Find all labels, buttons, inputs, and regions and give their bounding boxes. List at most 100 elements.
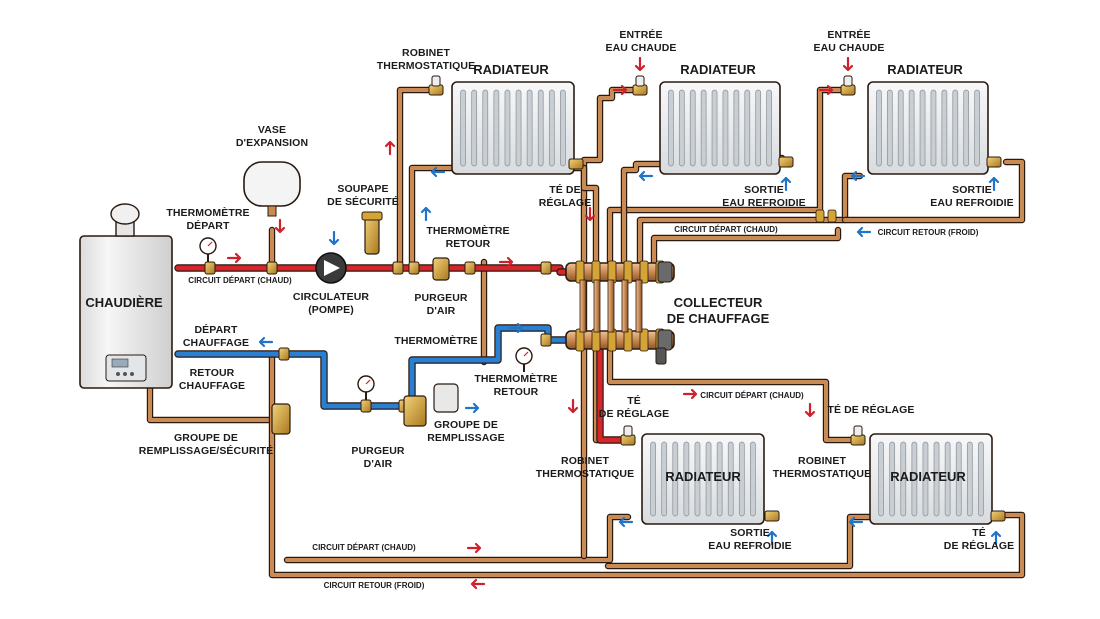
flow-arrow-cold bbox=[988, 176, 1000, 192]
thermostatic-valve-4-head bbox=[623, 425, 633, 437]
manifold-supply-port bbox=[639, 260, 649, 284]
boiler-display bbox=[111, 358, 129, 368]
radiator-4-fin bbox=[694, 441, 701, 517]
radiator-1-fin bbox=[493, 89, 500, 167]
label-entree-1b: EAU CHAUDE bbox=[605, 42, 676, 54]
label-depart-chauffage-2: CHAUFFAGE bbox=[183, 337, 249, 349]
flow-arrow-cold bbox=[618, 516, 634, 528]
manifold-connector bbox=[593, 279, 601, 333]
fill-group bbox=[433, 383, 459, 413]
manifold-connector bbox=[579, 279, 587, 333]
safety-fill-group bbox=[271, 403, 291, 435]
brass-fitting bbox=[278, 347, 290, 361]
lockshield-valve-3 bbox=[986, 156, 1002, 168]
radiator-4-fin bbox=[661, 441, 668, 517]
brass-fitting bbox=[266, 261, 278, 275]
boiler-knob bbox=[116, 372, 120, 376]
label-retour-chauffage-2: CHAUFFAGE bbox=[179, 380, 245, 392]
thermostatic-valve-5-head bbox=[853, 425, 863, 437]
lockshield-valve-1 bbox=[568, 158, 584, 170]
label-robinet-bottom-2: THERMOSTATIQUE bbox=[536, 468, 634, 480]
copper-upper-retour bbox=[652, 228, 840, 270]
radiator-5-fin bbox=[944, 441, 951, 517]
flow-arrow-cold bbox=[328, 230, 340, 246]
flow-arrow-hot bbox=[584, 206, 596, 222]
tee-fitting bbox=[815, 209, 825, 223]
radiator-1-fin bbox=[471, 89, 478, 167]
radiator-2-fin bbox=[711, 89, 718, 167]
label-depart-chauffage-1: DÉPART bbox=[195, 323, 238, 336]
radiator-2-fin bbox=[733, 89, 740, 167]
radiator-5-fin bbox=[911, 441, 918, 517]
label-chaudiere: CHAUDIÈRE bbox=[85, 295, 163, 310]
flow-arrow-cold bbox=[638, 170, 654, 182]
label-circuit-depart-bottom: CIRCUIT DÉPART (CHAUD) bbox=[312, 543, 416, 552]
manifold-connector bbox=[621, 279, 629, 333]
copper-boiler-drain bbox=[148, 386, 274, 422]
radiator-4-fin bbox=[727, 441, 734, 517]
radiator-4-fin bbox=[672, 441, 679, 517]
radiator-4-fin bbox=[738, 441, 745, 517]
label-sortie-2a: SORTIE bbox=[952, 184, 992, 196]
radiator-1-fin bbox=[537, 89, 544, 167]
label-circuit-depart-boiler: CIRCUIT DÉPART (CHAUD) bbox=[188, 276, 292, 285]
radiator-2-fin bbox=[678, 89, 685, 167]
radiator-3-fin bbox=[952, 89, 959, 167]
gauge-needle bbox=[365, 379, 371, 385]
radiator-5-fin bbox=[978, 441, 984, 517]
radiator-2-fin bbox=[744, 89, 751, 167]
brass-fitting bbox=[464, 261, 476, 275]
hot-pipe-lower bbox=[597, 347, 623, 443]
radiator-3-fin bbox=[941, 89, 948, 167]
label-retour-chauffage-1: RETOUR bbox=[190, 367, 235, 379]
flow-arrow-cold bbox=[856, 226, 872, 238]
radiator-3-fin bbox=[930, 89, 937, 167]
label-thermo-retour-bottom-2: RETOUR bbox=[494, 386, 539, 398]
expansion-vessel bbox=[243, 161, 301, 207]
flow-arrow-hot bbox=[612, 84, 628, 96]
flow-arrow-cold bbox=[464, 402, 480, 414]
label-circulateur-1: CIRCULATEUR bbox=[293, 291, 369, 303]
radiator-2-fin bbox=[755, 89, 762, 167]
label-radiateur-4: RADIATEUR bbox=[665, 469, 741, 484]
label-te-reglage-top-2: RÉGLAGE bbox=[539, 196, 592, 209]
copper-lower-right-branch bbox=[608, 338, 862, 442]
label-radiateur-2: RADIATEUR bbox=[680, 62, 756, 77]
radiator-1-body bbox=[451, 81, 575, 175]
copper-pipe-network bbox=[146, 86, 1026, 579]
label-te-bottom-2: DE RÉGLAGE bbox=[944, 539, 1014, 552]
label-vase-2: D'EXPANSION bbox=[236, 137, 308, 149]
label-circuit-retour-upper: CIRCUIT RETOUR (FROID) bbox=[878, 228, 979, 237]
radiator-5-fin bbox=[878, 441, 884, 517]
label-groupe-securite-1: GROUPE DE bbox=[174, 432, 238, 444]
lockshield-valve-5 bbox=[990, 510, 1006, 522]
radiator-3-body bbox=[867, 81, 989, 175]
brass-fitting bbox=[392, 261, 404, 275]
radiator-5-fin bbox=[889, 441, 896, 517]
flow-arrow-cold bbox=[420, 206, 432, 222]
label-thermo-retour-bottom-1: THERMOMÈTRE bbox=[474, 372, 557, 385]
pump-arrow-icon bbox=[324, 260, 340, 276]
label-robinet-bottom-1: ROBINET bbox=[561, 455, 609, 467]
label-sortie-2b: EAU REFROIDIE bbox=[930, 197, 1014, 209]
radiator-1-fin bbox=[504, 89, 511, 167]
radiator-4-fin bbox=[683, 441, 690, 517]
label-circuit-retour-bottom: CIRCUIT RETOUR (FROID) bbox=[324, 581, 425, 590]
label-radiateur-5: RADIATEUR bbox=[890, 469, 966, 484]
label-purgeur-top-1: PURGEUR bbox=[414, 292, 468, 304]
radiator-3 bbox=[867, 81, 989, 175]
labels: CHAUDIÈRE VASE D'EXPANSION THERMOMÈTRE D… bbox=[85, 28, 1014, 590]
radiator-4-fin bbox=[750, 441, 756, 517]
radiator-5-fin bbox=[955, 441, 962, 517]
label-purgeur-bottom-2: D'AIR bbox=[364, 458, 393, 470]
flow-arrow-cold bbox=[508, 322, 524, 334]
radiator-3-fin bbox=[974, 89, 980, 167]
air-vent-top bbox=[432, 257, 450, 281]
radiator-3-fin bbox=[919, 89, 926, 167]
flow-arrow-cold bbox=[430, 166, 446, 178]
radiator-1-fin bbox=[460, 89, 466, 167]
safety-valve-cap bbox=[361, 211, 383, 221]
label-robinet-top-2: THERMOSTATIQUE bbox=[377, 60, 475, 72]
radiator-5 bbox=[869, 433, 993, 525]
copper-depart-bottom-outline bbox=[283, 513, 632, 564]
